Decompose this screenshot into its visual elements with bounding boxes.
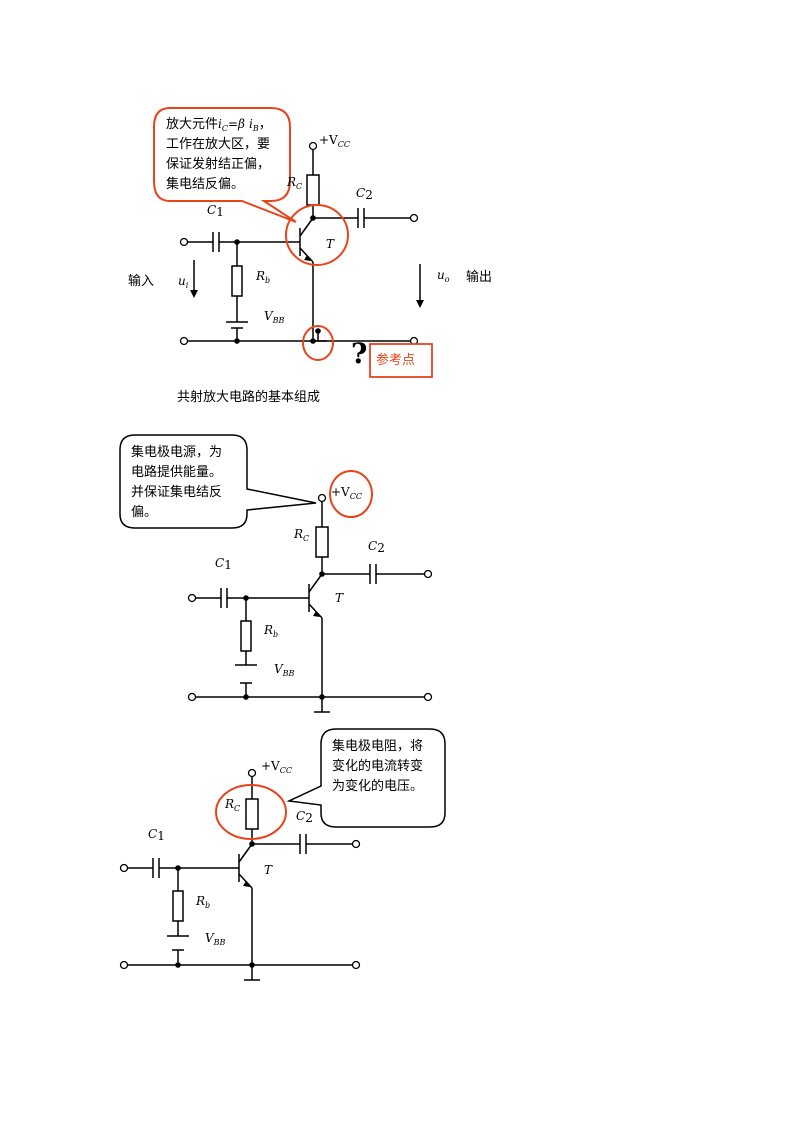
callout-line-3: 保证发射结正偏， [166,156,270,172]
c2-label: C2 [296,809,313,825]
vcc-terminal [308,141,318,151]
callout-line-2: 工作在放大区，要 [166,137,270,152]
amplifier-callout [153,107,297,223]
resistor-callout [286,728,446,828]
figure-caption: 共射放大电路的基本组成 [177,389,320,405]
callout-line-2: 电路提供能量。 [131,464,222,480]
c1-label: C1 [207,203,224,219]
ui-label: ui [178,274,189,290]
input-label: 输入 [128,273,154,289]
reference-point-label: 参考点 [376,352,415,368]
vcc-label: +VCC [261,759,292,775]
vbb-label: VBB [264,309,285,325]
ground-highlight [302,325,334,361]
transistor-label: T [326,237,335,251]
rc-label: RC [224,797,240,813]
uo-label: uo [437,268,450,284]
transistor-label: T [335,591,344,605]
vbb-label: VBB [205,931,226,947]
transistor-label: T [264,863,273,877]
rc-label: RC [293,527,309,543]
transistor-highlight [285,204,349,266]
vbb-label: VBB [274,662,295,678]
callout-line-1: 集电极电源，为 [131,444,222,460]
input-terminal [179,237,189,247]
callout-line-3: 并保证集电结反 [131,484,222,500]
figure-3-circuit: 集电极电阻，将 变化的电流转变 为变化的电压。 +VCC RC C2 C1 T … [119,728,446,981]
c1-label: C1 [148,827,165,843]
c1-label: C1 [215,556,232,572]
callout-line-4: 偏。 [131,505,157,520]
rb-label: Rb [263,623,278,639]
rb-label: Rb [195,894,210,910]
reference-point-box [369,343,433,378]
vcc-highlight [329,470,373,518]
question-mark-icon: ? [351,337,367,370]
emitter-arrow [304,255,311,261]
figure-2-circuit: 集电极电源，为 电路提供能量。 并保证集电结反 偏。 +VCC RC C2 C1… [119,434,433,713]
rc-label: RC [286,175,302,191]
c2-label: C2 [368,539,385,555]
output-terminal [409,213,419,223]
callout-line-2: 变化的电流转变 [332,758,423,774]
vcc-label: +VCC [331,485,362,501]
power-callout [119,434,317,529]
output-label: 输出 [466,269,492,285]
callout-line-4: 集电结反偏。 [166,176,244,192]
rc-highlight [215,784,287,840]
c2-label: C2 [356,186,373,202]
rb-label: Rb [255,269,270,285]
vcc-label: +VCC [319,133,350,149]
callout-line-3: 为变化的电压。 [332,778,423,794]
callout-line-1: 集电极电阻，将 [332,738,423,754]
